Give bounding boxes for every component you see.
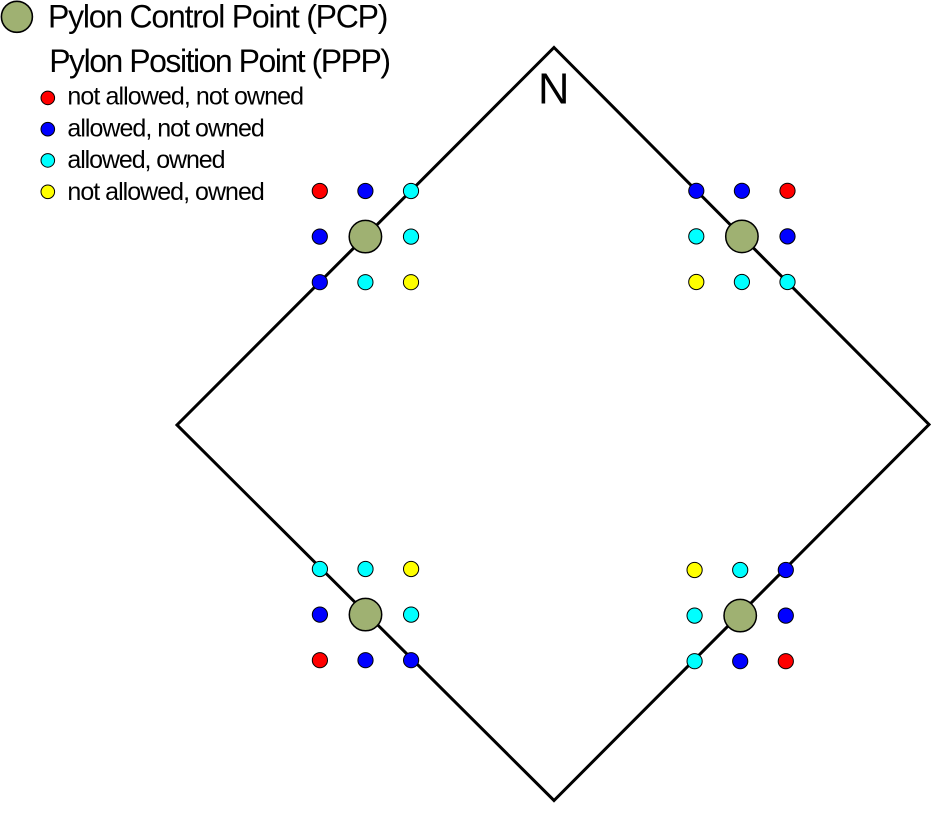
- svg-text:N: N: [538, 66, 569, 114]
- svg-text:allowed, owned: allowed, owned: [67, 146, 225, 174]
- svg-text:Pylon Position Point (PPP): Pylon Position Point (PPP): [49, 43, 391, 79]
- svg-text:not allowed, owned: not allowed, owned: [67, 178, 264, 206]
- svg-text:allowed, not owned: allowed, not owned: [67, 115, 264, 143]
- svg-text:Pylon Control Point (PCP): Pylon Control Point (PCP): [48, 0, 388, 35]
- svg-text:not allowed, not owned: not allowed, not owned: [67, 83, 304, 111]
